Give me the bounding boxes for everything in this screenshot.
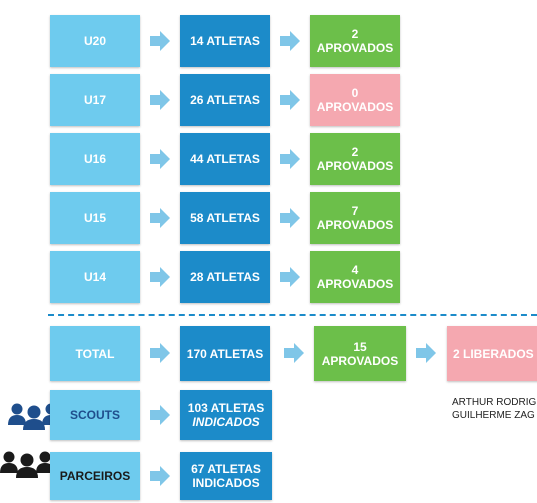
parceiros-label: PARCEIROS (59, 469, 131, 483)
arrow-icon (150, 267, 170, 287)
result-count: 4 (351, 263, 359, 277)
result-count: 2 (351, 145, 359, 159)
arrow-icon (150, 343, 170, 363)
athletes-label: 44 ATLETAS (190, 152, 260, 166)
released-name: GUILHERME ZAG O (452, 410, 537, 421)
category-label: U16 (83, 152, 106, 166)
category-box-u17: U17 (50, 74, 140, 126)
total-athletes-box: 170 ATLETAS (180, 326, 270, 381)
released-name: ARTHUR RODRIGUES (452, 397, 537, 408)
result-count: 2 (351, 27, 359, 41)
arrow-icon (280, 31, 300, 51)
athletes-label: 58 ATLETAS (190, 211, 260, 225)
released-names: ARTHUR RODRIGUES GUILHERME ZAG O (452, 396, 537, 422)
category-box-u14: U14 (50, 251, 140, 303)
athletes-label: 14 ATLETAS (190, 34, 260, 48)
result-label: APROVADOS (316, 100, 394, 114)
result-label: APROVADOS (316, 218, 394, 232)
category-box-u15: U15 (50, 192, 140, 244)
total-approved-count: 15 (353, 339, 367, 354)
result-label: APROVADOS (316, 277, 394, 291)
result-label: APROVADOS (316, 41, 394, 55)
parceiros-box: PARCEIROS (50, 452, 140, 500)
athletes-box-u17: 26 ATLETAS (180, 74, 270, 126)
total-approved-label: APROVADOS (321, 353, 399, 368)
dashed-divider (48, 314, 537, 316)
parceiros-athletes: 67 ATLETAS (191, 462, 261, 476)
category-label: U14 (83, 270, 106, 284)
category-label: U15 (83, 211, 106, 225)
athletes-label: 28 ATLETAS (190, 270, 260, 284)
result-count: 0 (351, 86, 359, 100)
athletes-label: 26 ATLETAS (190, 93, 260, 107)
scouts-box: SCOUTS (50, 390, 140, 440)
arrow-icon (280, 149, 300, 169)
scouts-label: SCOUTS (69, 408, 120, 422)
athletes-box-u16: 44 ATLETAS (180, 133, 270, 185)
arrow-icon (150, 149, 170, 169)
arrow-icon (150, 208, 170, 228)
arrow-icon (150, 405, 170, 425)
athletes-box-u15: 58 ATLETAS (180, 192, 270, 244)
result-label: APROVADOS (316, 159, 394, 173)
scouts-note: INDICADOS (192, 415, 260, 429)
released-label: 2 LIBERADOS (453, 346, 534, 361)
arrow-icon (284, 343, 304, 363)
parceiros-note: INDICADOS (192, 476, 260, 490)
athletes-box-u20: 14 ATLETAS (180, 15, 270, 67)
category-label: U20 (83, 34, 106, 48)
arrow-icon (280, 208, 300, 228)
total-box: TOTAL (50, 326, 140, 381)
athletes-box-u14: 28 ATLETAS (180, 251, 270, 303)
parceiros-people-icon (0, 448, 56, 483)
result-count: 7 (351, 204, 359, 218)
scouts-athletes: 103 ATLETAS (187, 401, 265, 415)
category-box-u16: U16 (50, 133, 140, 185)
category-label: U17 (83, 93, 106, 107)
category-box-u20: U20 (50, 15, 140, 67)
arrow-icon (416, 343, 436, 363)
arrow-icon (280, 90, 300, 110)
released-box: 2 LIBERADOS (447, 326, 537, 381)
total-athletes-label: 170 ATLETAS (186, 346, 264, 361)
arrow-icon (150, 90, 170, 110)
arrow-icon (280, 267, 300, 287)
arrow-icon (150, 31, 170, 51)
arrow-icon (150, 466, 170, 486)
total-label: TOTAL (75, 346, 115, 361)
